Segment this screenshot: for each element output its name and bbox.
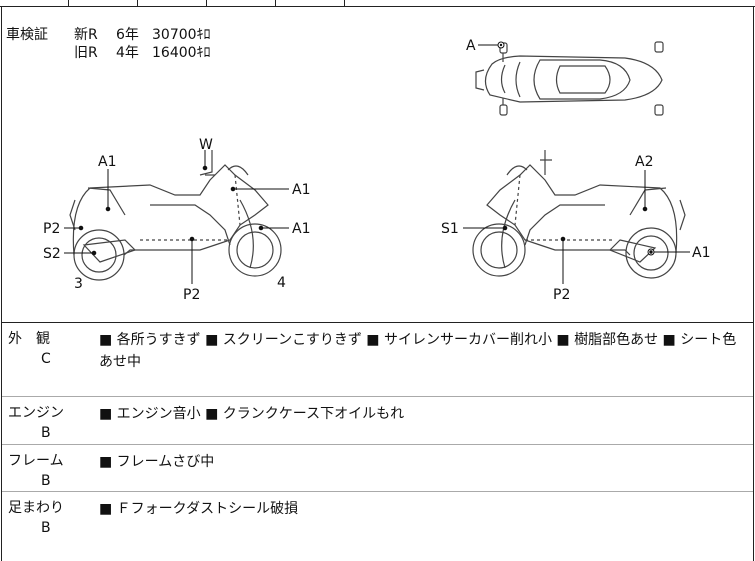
category-name: フレーム (8, 453, 64, 469)
scooter-top-view (475, 41, 664, 116)
damage-marker-label: A2 (635, 154, 653, 170)
condition-category: 足まわり B (8, 498, 78, 538)
condition-row-engine: エンジン B ■ エンジン音小 ■ クランクケース下オイルもれ (2, 397, 753, 445)
damage-marker-label: W (199, 137, 213, 153)
damage-marker-label: S1 (441, 221, 459, 237)
condition-table: 外 観 C ■ 各所うすきず ■ スクリーンこすりきず ■ サイレンサーカバー削… (1, 323, 754, 561)
right-view-markers (463, 170, 690, 284)
damage-marker-label: A1 (292, 182, 310, 198)
category-name: 足まわり (8, 500, 64, 516)
scooter-right-side-view (472, 150, 686, 279)
condition-category: エンジン B (8, 403, 78, 443)
condition-description: ■ Ｆフォークダストシール破損 (99, 501, 299, 517)
inspection-years: 4年 (116, 45, 139, 61)
condition-row-suspension: 足まわり B ■ Ｆフォークダストシール破損 (2, 492, 753, 561)
damage-marker-label: A1 (292, 221, 310, 237)
inspection-type: 新R (74, 27, 98, 43)
inspection-years: 6年 (116, 27, 139, 43)
right-view-labels: A2 S1 A1 P2 (441, 154, 710, 303)
inspection-weight: 16400ｷﾛ (152, 45, 211, 61)
tire-position-label: 4 (277, 275, 286, 291)
top-view-markers: A (466, 38, 505, 54)
header-row-remnant (0, 0, 755, 7)
condition-grade: C (41, 351, 51, 367)
left-view-markers (64, 150, 289, 284)
scooter-left-side-view (69, 150, 282, 281)
tire-position-label: 3 (74, 276, 83, 292)
damage-marker-label: A1 (98, 154, 116, 170)
damage-marker-label: S2 (43, 246, 61, 262)
damage-marker-label: P2 (183, 287, 200, 303)
condition-row-frame: フレーム B ■ フレームさび中 (2, 445, 753, 492)
condition-description: ■ 各所うすきず ■ スクリーンこすりきず ■ サイレンサーカバー削れ小 ■ 樹… (99, 332, 737, 370)
damage-marker-label: P2 (43, 221, 60, 237)
inspection-row: 新R 6年 30700ｷﾛ (74, 26, 211, 44)
condition-grade: B (41, 473, 51, 489)
damage-marker-label: A1 (692, 245, 710, 261)
condition-grade: B (41, 520, 51, 536)
inspection-type: 旧R (74, 45, 98, 61)
category-name: 外 観 (8, 331, 50, 347)
inspection-label: 車検証 (6, 27, 48, 43)
inspection-row: 旧R 4年 16400ｷﾛ (74, 44, 211, 62)
damage-marker-label: A (466, 38, 476, 54)
condition-row-exterior: 外 観 C ■ 各所うすきず ■ スクリーンこすりきず ■ サイレンサーカバー削… (2, 323, 753, 397)
inspection-weight: 30700ｷﾛ (152, 27, 211, 43)
condition-category: 外 観 C (8, 329, 78, 369)
vehicle-diagram-box (1, 6, 754, 323)
category-name: エンジン (8, 405, 64, 421)
scooter-diagrams: A (43, 38, 710, 303)
condition-grade: B (41, 425, 51, 441)
condition-description: ■ エンジン音小 ■ クランクケース下オイルもれ (99, 406, 405, 422)
condition-description: ■ フレームさび中 (99, 454, 215, 470)
left-view-labels: W A1 A1 A1 P2 S2 P2 3 4 (43, 137, 310, 303)
condition-category: フレーム B (8, 451, 78, 491)
damage-marker-label: P2 (553, 287, 570, 303)
